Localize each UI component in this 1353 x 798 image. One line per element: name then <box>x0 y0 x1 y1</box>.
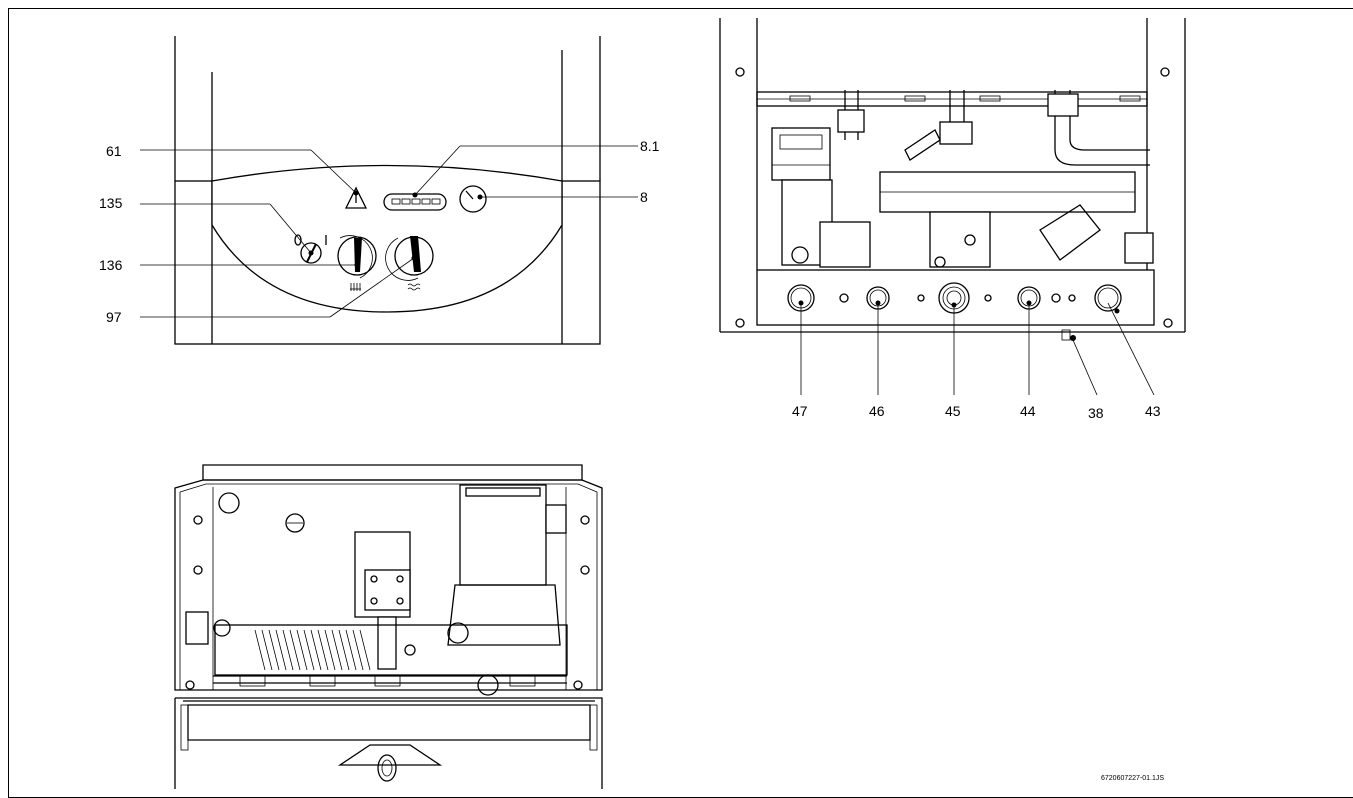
pressure-gauge-icon <box>459 185 487 213</box>
hot-water-knob <box>385 236 434 281</box>
connections-drawing <box>719 18 1186 396</box>
hot-water-icon <box>407 283 421 291</box>
callout-46: 46 <box>869 403 885 419</box>
callout-44: 44 <box>1020 403 1036 419</box>
drain-valve-38 <box>1061 329 1076 341</box>
internal-view-drawing <box>174 464 603 789</box>
callout-8-1: 8.1 <box>640 138 660 154</box>
radiator-icon <box>350 283 361 291</box>
connection-43 <box>1094 284 1122 312</box>
control-panel-drawing <box>140 36 638 345</box>
callout-47: 47 <box>792 403 808 419</box>
callout-45: 45 <box>945 403 961 419</box>
callout-38: 38 <box>1088 405 1104 421</box>
warning-triangle-icon <box>344 186 368 209</box>
callout-43: 43 <box>1145 403 1161 419</box>
callout-97: 97 <box>106 309 122 325</box>
callout-136: 136 <box>99 257 123 273</box>
callout-135: 135 <box>99 195 123 211</box>
callout-8: 8 <box>640 189 648 205</box>
figure-code: 6720607227-01.1JS <box>1101 775 1165 782</box>
callout-61: 61 <box>106 143 122 159</box>
